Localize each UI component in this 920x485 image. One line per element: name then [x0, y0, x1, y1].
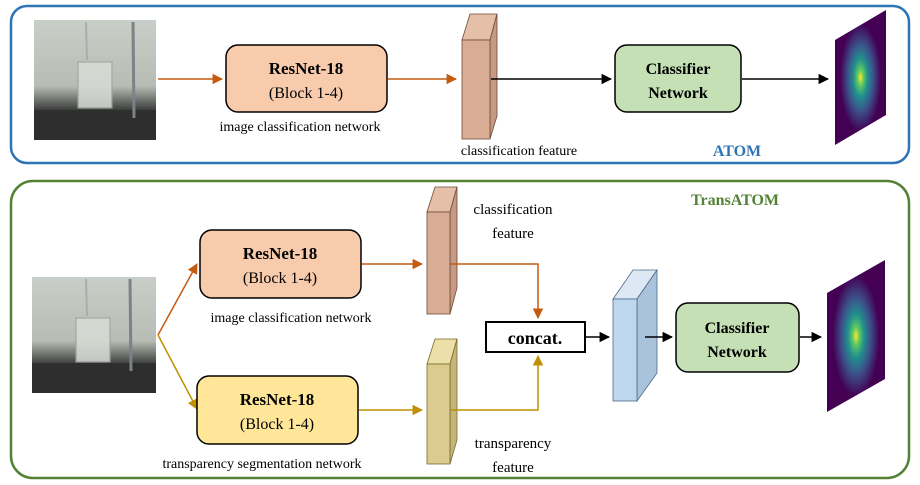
- atom-resnet-caption: image classification network: [220, 120, 381, 135]
- transatom-input-image: [32, 277, 156, 393]
- transatom-arrow-trans-feature-to-concat: [451, 354, 544, 411]
- transatom-resnet-bottom-caption: transparency segmentation network: [162, 457, 361, 472]
- atom-classifier-box: Classifier Network: [614, 44, 742, 113]
- transatom-concat-box: concat.: [485, 321, 586, 353]
- atom-title: ATOM: [713, 143, 761, 160]
- atom-input-image: [34, 20, 156, 140]
- transatom-resnet-bottom-subtitle: (Block 1-4): [240, 416, 314, 433]
- transatom-arrow-image-to-resnet-top: [157, 263, 198, 336]
- atom-resnet-box: ResNet-18 (Block 1-4): [225, 44, 388, 113]
- transatom-title: TransATOM: [691, 192, 779, 209]
- transatom-resnet-top-box: ResNet-18 (Block 1-4): [199, 229, 362, 299]
- transatom-trans-feature-line1: transparency: [475, 436, 552, 452]
- transatom-arrow-image-to-resnet-bottom: [157, 334, 198, 410]
- transatom-transparency-feature-slab: [426, 338, 458, 465]
- transatom-class-feature-line2: feature: [492, 226, 534, 242]
- transatom-trans-feature-line2: feature: [492, 460, 534, 476]
- atom-classifier-line1: Classifier: [646, 61, 711, 78]
- transatom-arrow-class-feature-to-concat: [451, 263, 544, 320]
- transatom-resnet-bottom-box: ResNet-18 (Block 1-4): [196, 375, 359, 445]
- atom-classifier-line2: Network: [648, 85, 708, 102]
- atom-resnet-title: ResNet-18: [269, 59, 344, 78]
- transatom-resnet-top-caption: image classification network: [211, 311, 372, 326]
- transatom-classifier-box: Classifier Network: [675, 302, 800, 373]
- transatom-panel: [9, 179, 911, 480]
- transatom-resnet-top-title: ResNet-18: [243, 244, 318, 263]
- transatom-concat-label: concat.: [508, 328, 562, 348]
- atom-resnet-subtitle: (Block 1-4): [269, 85, 343, 102]
- transatom-classification-feature-slab: [426, 186, 458, 315]
- transatom-class-feature-line1: classification: [473, 202, 553, 218]
- transatom-classifier-line2: Network: [707, 344, 767, 361]
- transatom-response-heatmap: [827, 260, 885, 412]
- atom-panel: [9, 4, 911, 165]
- transatom-classifier-line1: Classifier: [705, 320, 770, 337]
- atom-classification-feature-slab: [461, 13, 498, 140]
- transatom-fused-feature-slab: [612, 268, 658, 403]
- transatom-resnet-bottom-title: ResNet-18: [240, 390, 315, 409]
- atom-response-heatmap: [835, 10, 886, 145]
- atom-feature-label: classification feature: [461, 144, 577, 159]
- transatom-resnet-top-subtitle: (Block 1-4): [243, 270, 317, 287]
